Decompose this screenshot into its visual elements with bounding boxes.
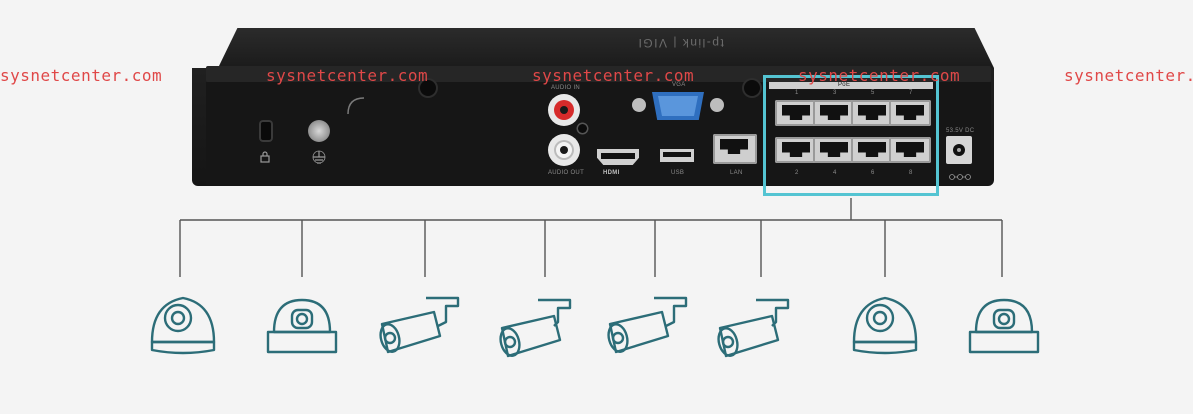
lan-port[interactable]: [713, 134, 757, 164]
usb-label: USB: [671, 170, 685, 176]
watermark-text: sysnetcenter.com: [0, 66, 163, 85]
turret-camera-icon: [266, 298, 338, 354]
lan-label: LAN: [730, 170, 743, 176]
poe-port-number: 2: [795, 170, 799, 176]
poe-port-number: 5: [871, 90, 875, 96]
watermark-text: sysnetcenter.com: [798, 66, 961, 85]
poe-port-6[interactable]: [851, 137, 893, 163]
poe-label: PoE: [838, 82, 851, 88]
dome-camera-icon: [150, 296, 216, 355]
hdmi-port[interactable]: [597, 149, 639, 165]
dc-power-jack[interactable]: [946, 136, 972, 164]
poe-port-7[interactable]: [889, 100, 931, 126]
poe-port-4[interactable]: [813, 137, 855, 163]
poe-port-5[interactable]: [851, 100, 893, 126]
watermark-text: sysnetcenter.com: [266, 66, 429, 85]
bullet-camera-icon: [379, 296, 460, 354]
usb-port[interactable]: [660, 149, 694, 162]
poe-port-2[interactable]: [775, 137, 817, 163]
bullet-camera-icon: [499, 298, 572, 358]
screw-hole: [744, 80, 760, 96]
poe-port-number: 6: [871, 170, 875, 176]
watermark-text: sysnetcenter.com: [532, 66, 695, 85]
audio-out-port[interactable]: [548, 134, 580, 166]
turret-camera-icon: [968, 298, 1040, 354]
dome-camera-icon: [852, 296, 918, 355]
lock-icon: [259, 150, 271, 163]
watermark-text: sysnetcenter.: [1064, 66, 1193, 85]
poe-port-number: 8: [909, 170, 913, 176]
panel-arc-mark: [346, 96, 366, 116]
hdmi-label: HDMI: [603, 170, 620, 176]
nvr-top-cover: tp-link | VIGI: [218, 28, 994, 68]
polarity-icon: [948, 168, 972, 180]
kensington-lock-slot[interactable]: [259, 120, 273, 142]
poe-port-number: 7: [909, 90, 913, 96]
poe-port-8[interactable]: [889, 137, 931, 163]
audio-out-label: AUDIO OUT: [548, 170, 585, 176]
ground-icon: [311, 150, 327, 164]
screw-hole: [420, 80, 436, 96]
bullet-camera-icon: [607, 296, 688, 354]
bullet-camera-icon: [717, 298, 790, 358]
nvr-ledge: [206, 66, 991, 82]
audio-in-label: AUDIO IN: [551, 85, 581, 91]
poe-port-number: 4: [833, 170, 837, 176]
vga-port[interactable]: [632, 90, 724, 122]
screw-hole: [578, 124, 587, 133]
poe-header-bar: [769, 82, 933, 89]
poe-port-3[interactable]: [813, 100, 855, 126]
dc-input-label: 53.5V DC: [946, 128, 975, 134]
poe-port-number: 1: [795, 90, 799, 96]
poe-highlight-box: [763, 75, 939, 196]
poe-port-number: 3: [833, 90, 837, 96]
poe-port-1[interactable]: [775, 100, 817, 126]
audio-in-port[interactable]: [548, 94, 580, 126]
ground-screw: [308, 120, 330, 142]
vga-label: VGA: [672, 82, 686, 88]
